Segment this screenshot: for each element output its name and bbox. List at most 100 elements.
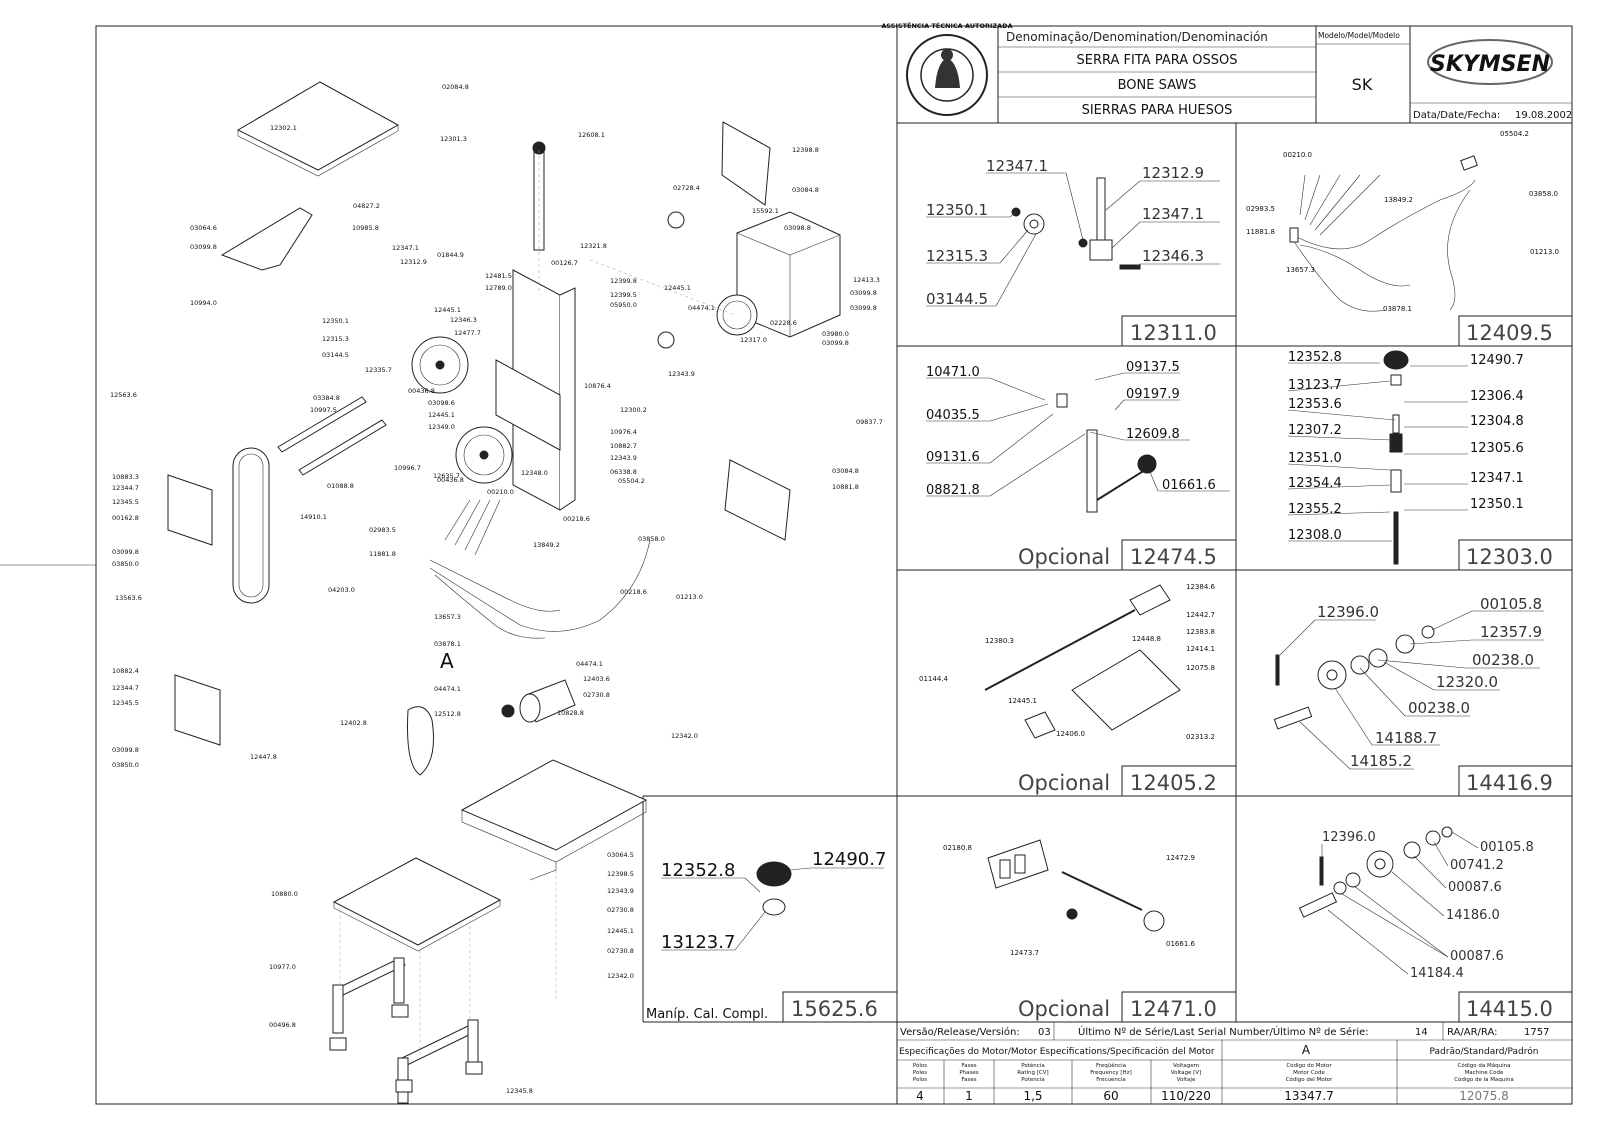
svg-text:09197.9: 09197.9 (1126, 387, 1180, 402)
svg-text:Código do Motor: Código do Motor (1286, 1062, 1332, 1069)
svg-text:14188.7: 14188.7 (1375, 729, 1437, 747)
svg-text:12350.1: 12350.1 (926, 201, 988, 219)
svg-text:12312.9: 12312.9 (1142, 164, 1204, 182)
svg-text:00105.8: 00105.8 (1480, 595, 1542, 613)
svg-text:Potencia: Potencia (1021, 1077, 1044, 1083)
svg-text:12414.1: 12414.1 (1186, 645, 1215, 653)
svg-text:Freqüência: Freqüência (1096, 1062, 1126, 1069)
svg-text:Especificações do Motor/Motor: Especificações do Motor/Motor Especifica… (899, 1046, 1215, 1057)
svg-text:12304.8: 12304.8 (1470, 414, 1524, 429)
svg-text:12396.0: 12396.0 (1322, 830, 1376, 845)
svg-text:12306.4: 12306.4 (1470, 389, 1524, 404)
svg-text:13657.3: 13657.3 (1286, 266, 1315, 274)
svg-text:12409.5: 12409.5 (1466, 321, 1553, 345)
denomination-header: Denominação/Denomination/Denominación (1006, 30, 1268, 44)
svg-text:Código da Máquina: Código da Máquina (1458, 1062, 1511, 1069)
svg-text:03858.0: 03858.0 (1529, 190, 1558, 198)
svg-text:00087.6: 00087.6 (1448, 880, 1502, 895)
callout-12303: 12303.0 12352.8 12490.7 13123.7 12306.4 … (1287, 350, 1573, 571)
svg-text:Código del Motor: Código del Motor (1286, 1076, 1334, 1083)
svg-text:Último Nº de Série/Last Serial: Último Nº de Série/Last Serial Number/Úl… (1078, 1025, 1369, 1038)
svg-text:Fases: Fases (961, 1077, 976, 1083)
svg-text:12305.6: 12305.6 (1470, 441, 1524, 456)
svg-text:Frequency [Hz]: Frequency [Hz] (1090, 1070, 1131, 1076)
svg-text:02313.2: 02313.2 (1186, 733, 1215, 741)
date-label: Data/Date/Fecha: (1413, 110, 1500, 121)
svg-text:12472.9: 12472.9 (1166, 854, 1195, 862)
callout-12409: 12409.5 00210.0 05504.2 02983.5 13849.2 … (1246, 130, 1573, 347)
svg-text:14415.0: 14415.0 (1466, 997, 1553, 1021)
callout-15625: 15625.6 Maníp. Cal. Compl. 12352.8 12490… (646, 849, 898, 1023)
svg-text:12315.3: 12315.3 (926, 247, 988, 265)
svg-text:Frecuencia: Frecuencia (1096, 1077, 1126, 1083)
svg-text:RA/AR/RA:: RA/AR/RA: (1447, 1027, 1498, 1038)
svg-text:Opcional: Opcional (1018, 997, 1110, 1021)
svg-text:13123.7: 13123.7 (661, 932, 735, 953)
svg-text:12354.4: 12354.4 (1288, 476, 1342, 491)
svg-text:13347.7: 13347.7 (1284, 1089, 1334, 1103)
svg-text:Fases: Fases (961, 1063, 976, 1069)
svg-text:12347.1: 12347.1 (1142, 205, 1204, 223)
svg-text:12445.1: 12445.1 (1008, 697, 1037, 705)
callout-14416: 14416.9 12396.0 00105.8 12357.9 00238.0 … (1273, 595, 1573, 797)
svg-text:12384.6: 12384.6 (1186, 583, 1215, 591)
callout-number: 12311.0 (1130, 321, 1217, 345)
svg-text:60: 60 (1103, 1089, 1118, 1103)
svg-text:Opcional: Opcional (1018, 771, 1110, 795)
motor-marker: A (440, 649, 454, 673)
svg-text:12303.0: 12303.0 (1466, 545, 1553, 569)
svg-text:01213.0: 01213.0 (1530, 248, 1559, 256)
model-header: Modelo/Model/Modelo (1318, 31, 1400, 40)
svg-text:12357.9: 12357.9 (1480, 623, 1542, 641)
svg-text:Polos: Polos (913, 1077, 927, 1083)
svg-text:01661.6: 01661.6 (1166, 940, 1195, 948)
svg-text:1: 1 (965, 1089, 973, 1103)
svg-text:Phases: Phases (959, 1070, 978, 1076)
svg-text:12351.0: 12351.0 (1288, 451, 1342, 466)
svg-text:01144.4: 01144.4 (919, 675, 948, 683)
svg-text:A: A (1302, 1043, 1311, 1057)
svg-text:Voltaje: Voltaje (1177, 1077, 1196, 1083)
svg-text:12448.8: 12448.8 (1132, 635, 1161, 643)
name-pt: SERRA FITA PARA OSSOS (1077, 53, 1238, 68)
svg-text:12075.8: 12075.8 (1459, 1089, 1509, 1103)
svg-text:03: 03 (1038, 1027, 1051, 1038)
svg-text:09137.5: 09137.5 (1126, 360, 1180, 375)
svg-text:Voltagem: Voltagem (1173, 1063, 1199, 1069)
svg-text:12406.0: 12406.0 (1056, 730, 1085, 738)
svg-text:12490.7: 12490.7 (812, 849, 886, 870)
svg-text:15625.6: 15625.6 (791, 997, 878, 1021)
svg-text:Pólos: Pólos (913, 1062, 927, 1069)
drawing-border (95, 25, 1573, 1105)
callout-14415: 14415.0 12396.0 00105.8 00741.2 00087.6 … (1298, 826, 1573, 1023)
brand-logo: SKYMSEN (1427, 39, 1553, 85)
svg-text:12075.8: 12075.8 (1186, 664, 1215, 672)
svg-text:12471.0: 12471.0 (1130, 997, 1217, 1021)
svg-text:12442.7: 12442.7 (1186, 611, 1215, 619)
callout-12405: 12405.2 Opcional 12384.6 12442.7 12383.8… (919, 583, 1237, 797)
title-block: ASSISTÊNCIA TÉCNICA AUTORIZADA Denominaç… (881, 21, 1572, 1104)
seal-text: ASSISTÊNCIA TÉCNICA AUTORIZADA (881, 21, 1012, 30)
svg-text:Código de la Maquina: Código de la Maquina (1454, 1076, 1514, 1083)
svg-text:12347.1: 12347.1 (986, 157, 1048, 175)
svg-text:04035.5: 04035.5 (926, 408, 980, 423)
svg-text:10471.0: 10471.0 (926, 365, 980, 380)
svg-text:12474.5: 12474.5 (1130, 545, 1217, 569)
model-value: SK (1352, 75, 1373, 94)
svg-text:12380.3: 12380.3 (985, 637, 1014, 645)
svg-text:Maníp. Cal. Compl.: Maníp. Cal. Compl. (646, 1007, 768, 1022)
svg-text:12473.7: 12473.7 (1010, 949, 1039, 957)
brand-name: SKYMSEN (1430, 52, 1550, 77)
callout-12311: 12311.0 12347.1 12312.9 12350.1 12347.1 … (926, 157, 1237, 347)
svg-text:14184.4: 14184.4 (1410, 966, 1464, 981)
svg-text:12346.3: 12346.3 (1142, 247, 1204, 265)
svg-text:01661.6: 01661.6 (1162, 478, 1216, 493)
svg-text:13849.2: 13849.2 (1384, 196, 1413, 204)
svg-text:12350.1: 12350.1 (1470, 497, 1524, 512)
svg-text:00238.0: 00238.0 (1472, 651, 1534, 669)
svg-text:1,5: 1,5 (1023, 1089, 1042, 1103)
svg-text:11881.8: 11881.8 (1246, 228, 1275, 236)
svg-text:12352.8: 12352.8 (661, 860, 735, 881)
svg-text:12352.8: 12352.8 (1288, 350, 1342, 365)
svg-text:12353.6: 12353.6 (1288, 397, 1342, 412)
